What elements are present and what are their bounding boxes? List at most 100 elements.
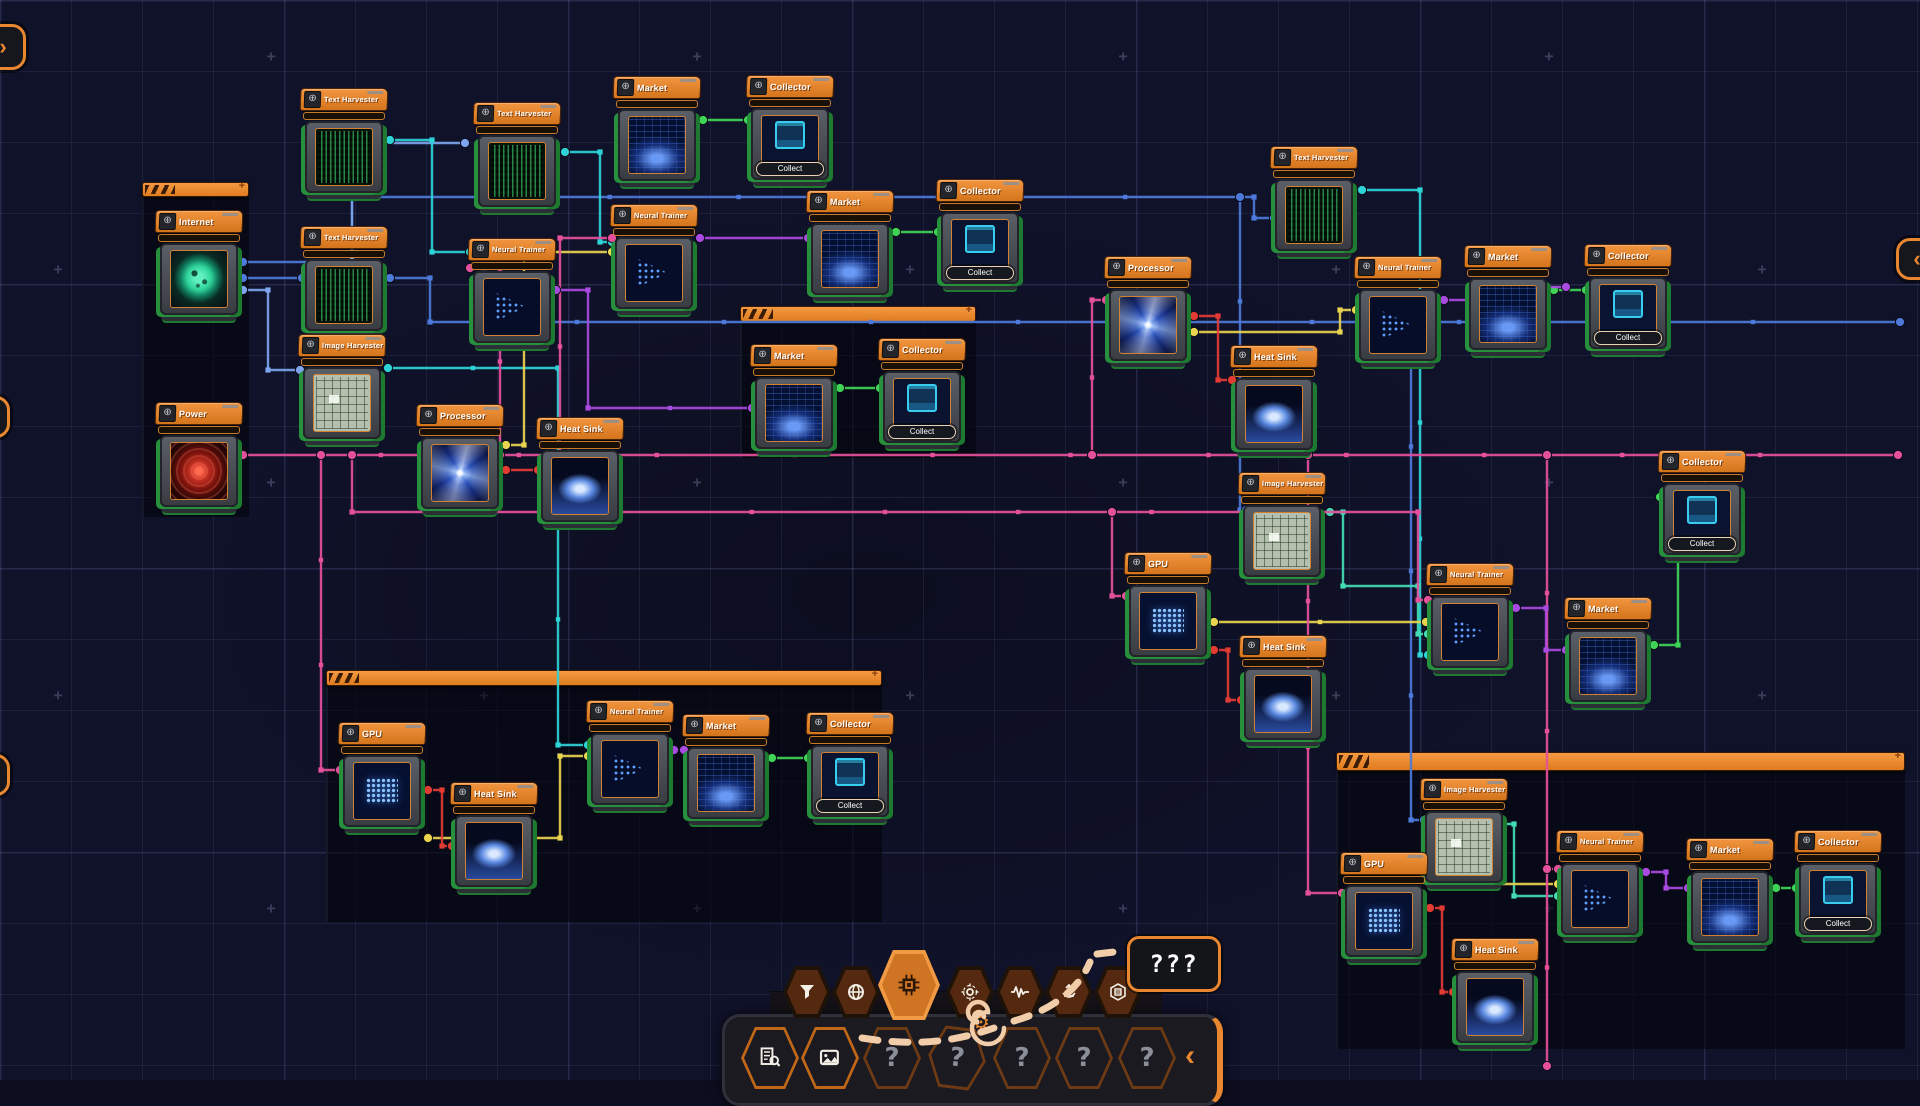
node-header[interactable]: ⊕ Market — [681, 714, 771, 737]
node-header[interactable]: ⊕ Neural Trainer — [467, 238, 557, 261]
node-header[interactable]: ⊕ Collector — [805, 712, 895, 735]
collect-button[interactable]: Collect — [816, 799, 884, 813]
node-header[interactable]: ⊕ Collector — [935, 179, 1025, 202]
node-neural-trainer[interactable]: ⊕ Neural Trainer — [1425, 563, 1515, 668]
node-gpu[interactable]: ⊕ GPU — [337, 722, 427, 827]
node-text-harvester[interactable]: ⊕ Text Harvester — [1269, 146, 1359, 251]
node-market[interactable]: ⊕ Market — [749, 344, 839, 449]
node-header[interactable]: ⊕ Market — [805, 190, 895, 213]
node-neural-trainer[interactable]: ⊕ Neural Trainer — [1353, 256, 1443, 361]
node-header[interactable]: ⊕ Market — [1463, 245, 1553, 268]
node-heat-sink[interactable]: ⊕ Heat Sink — [449, 782, 539, 887]
node-header[interactable]: ⊕ Image Harvester — [1237, 472, 1327, 495]
machine-slot-filter-funnel[interactable] — [783, 966, 831, 1018]
node-header[interactable]: ⊕ Collector — [745, 75, 835, 98]
node-gpu[interactable]: ⊕ GPU — [1123, 552, 1213, 657]
node-header[interactable]: ⊕ Market — [612, 76, 702, 99]
node-header[interactable]: ⊕ Neural Trainer — [1353, 256, 1443, 279]
node-header[interactable]: ⊕ Collector — [877, 338, 967, 361]
collect-button[interactable]: Collect — [756, 162, 824, 176]
node-label: Collector — [769, 81, 811, 92]
collect-button[interactable]: Collect — [888, 425, 956, 439]
node-market[interactable]: ⊕ Market — [1463, 245, 1553, 350]
node-neural-trainer[interactable]: ⊕ Neural Trainer — [585, 700, 675, 805]
node-header[interactable]: ⊕ Image Harvester — [1419, 778, 1509, 801]
node-image-harvester[interactable]: ⊕ Image Harvester — [1237, 472, 1327, 577]
node-header[interactable]: ⊕ Neural Trainer — [585, 700, 675, 723]
node-header[interactable]: ⊕ Neural Trainer — [1555, 830, 1645, 853]
tray-item-image[interactable] — [801, 1027, 859, 1089]
node-header[interactable]: ⊕ Processor — [1103, 256, 1193, 279]
node-market[interactable]: ⊕ Market — [612, 76, 702, 181]
node-neural-trainer[interactable]: ⊕ Neural Trainer — [467, 238, 557, 343]
node-gpu[interactable]: ⊕ GPU — [1339, 852, 1429, 957]
node-market[interactable]: ⊕ Market — [681, 714, 771, 819]
node-header[interactable]: ⊕ Text Harvester — [299, 88, 389, 111]
node-header[interactable]: ⊕ Heat Sink — [1238, 635, 1328, 658]
node-market[interactable]: ⊕ Market — [1685, 838, 1775, 943]
node-text-harvester[interactable]: ⊕ Text Harvester — [299, 226, 389, 331]
node-collector[interactable]: ⊕ Collector Collect — [935, 179, 1025, 284]
group-header-bar[interactable] — [326, 668, 882, 686]
node-label: Heat Sink — [559, 423, 604, 434]
node-image-harvester[interactable]: ⊕ Image Harvester — [297, 334, 387, 439]
node-header[interactable]: ⊕ Market — [1563, 597, 1653, 620]
node-header[interactable]: ⊕ Text Harvester — [1269, 146, 1359, 169]
group-header-bar[interactable] — [142, 180, 249, 197]
node-heat-sink[interactable]: ⊕ Heat Sink — [1450, 938, 1540, 1043]
node-neural-trainer[interactable]: ⊕ Neural Trainer — [1555, 830, 1645, 935]
tray-item-doc-search[interactable] — [741, 1027, 799, 1089]
node-collector[interactable]: ⊕ Collector Collect — [745, 75, 835, 180]
node-header[interactable]: ⊕ Text Harvester — [299, 226, 389, 249]
collect-button[interactable]: Collect — [1804, 917, 1872, 931]
node-header[interactable]: ⊕ Market — [1685, 838, 1775, 861]
node-header[interactable]: ⊕ Heat Sink — [1450, 938, 1540, 961]
node-header[interactable]: ⊕ Internet — [154, 210, 244, 233]
node-header[interactable]: ⊕ Processor — [415, 404, 505, 427]
scroll-edge-button[interactable]: › — [0, 24, 26, 70]
group-header-bar[interactable] — [740, 304, 976, 322]
node-header[interactable]: ⊕ Text Harvester — [472, 102, 562, 125]
node-text-harvester[interactable]: ⊕ Text Harvester — [299, 88, 389, 193]
node-header[interactable]: ⊕ Market — [749, 344, 839, 367]
node-header[interactable]: ⊕ Power — [154, 402, 244, 425]
node-collector[interactable]: ⊕ Collector Collect — [877, 338, 967, 443]
machine-type-icon: ⊕ — [1661, 453, 1680, 470]
node-heat-sink[interactable]: ⊕ Heat Sink — [535, 417, 625, 522]
tray-collapse-chevron[interactable]: ‹ — [1185, 1039, 1195, 1072]
node-heat-sink[interactable]: ⊕ Heat Sink — [1238, 635, 1328, 740]
node-header[interactable]: ⊕ GPU — [1123, 552, 1213, 575]
node-image-harvester[interactable]: ⊕ Image Harvester — [1419, 778, 1509, 883]
node-header[interactable]: ⊕ Collector — [1657, 450, 1747, 473]
node-collector[interactable]: ⊕ Collector Collect — [1793, 830, 1883, 935]
node-header[interactable]: ⊕ Collector — [1583, 244, 1673, 267]
tray-item-locked[interactable]: ? — [1118, 1027, 1176, 1089]
collect-button[interactable]: Collect — [1594, 331, 1662, 345]
group-header-bar[interactable] — [1336, 750, 1905, 771]
node-header[interactable]: ⊕ Heat Sink — [449, 782, 539, 805]
node-collector[interactable]: ⊕ Collector Collect — [1583, 244, 1673, 349]
node-header[interactable]: ⊕ Image Harvester — [297, 334, 387, 357]
node-processor[interactable]: ⊕ Processor — [415, 404, 505, 509]
node-collector[interactable]: ⊕ Collector Collect — [1657, 450, 1747, 555]
node-market[interactable]: ⊕ Market — [1563, 597, 1653, 702]
node-power[interactable]: ⊕ Power — [154, 402, 244, 507]
node-header[interactable]: ⊕ Collector — [1793, 830, 1883, 853]
node-market[interactable]: ⊕ Market — [805, 190, 895, 295]
scroll-edge-button[interactable]: ‹ — [1896, 238, 1920, 280]
node-header[interactable]: ⊕ GPU — [337, 722, 427, 745]
node-heat-sink[interactable]: ⊕ Heat Sink — [1229, 345, 1319, 450]
node-screen — [551, 457, 609, 515]
node-internet[interactable]: ⊕ Internet — [154, 210, 244, 315]
node-header[interactable]: ⊕ Neural Trainer — [1425, 563, 1515, 586]
node-neural-trainer[interactable]: ⊕ Neural Trainer — [609, 204, 699, 309]
node-header[interactable]: ⊕ GPU — [1339, 852, 1429, 875]
node-header[interactable]: ⊕ Neural Trainer — [609, 204, 699, 227]
node-header[interactable]: ⊕ Heat Sink — [1229, 345, 1319, 368]
node-header[interactable]: ⊕ Heat Sink — [535, 417, 625, 440]
collect-button[interactable]: Collect — [1668, 537, 1736, 551]
collect-button[interactable]: Collect — [946, 266, 1014, 280]
node-text-harvester[interactable]: ⊕ Text Harvester — [472, 102, 562, 207]
node-processor[interactable]: ⊕ Processor — [1103, 256, 1193, 361]
node-collector[interactable]: ⊕ Collector Collect — [805, 712, 895, 817]
